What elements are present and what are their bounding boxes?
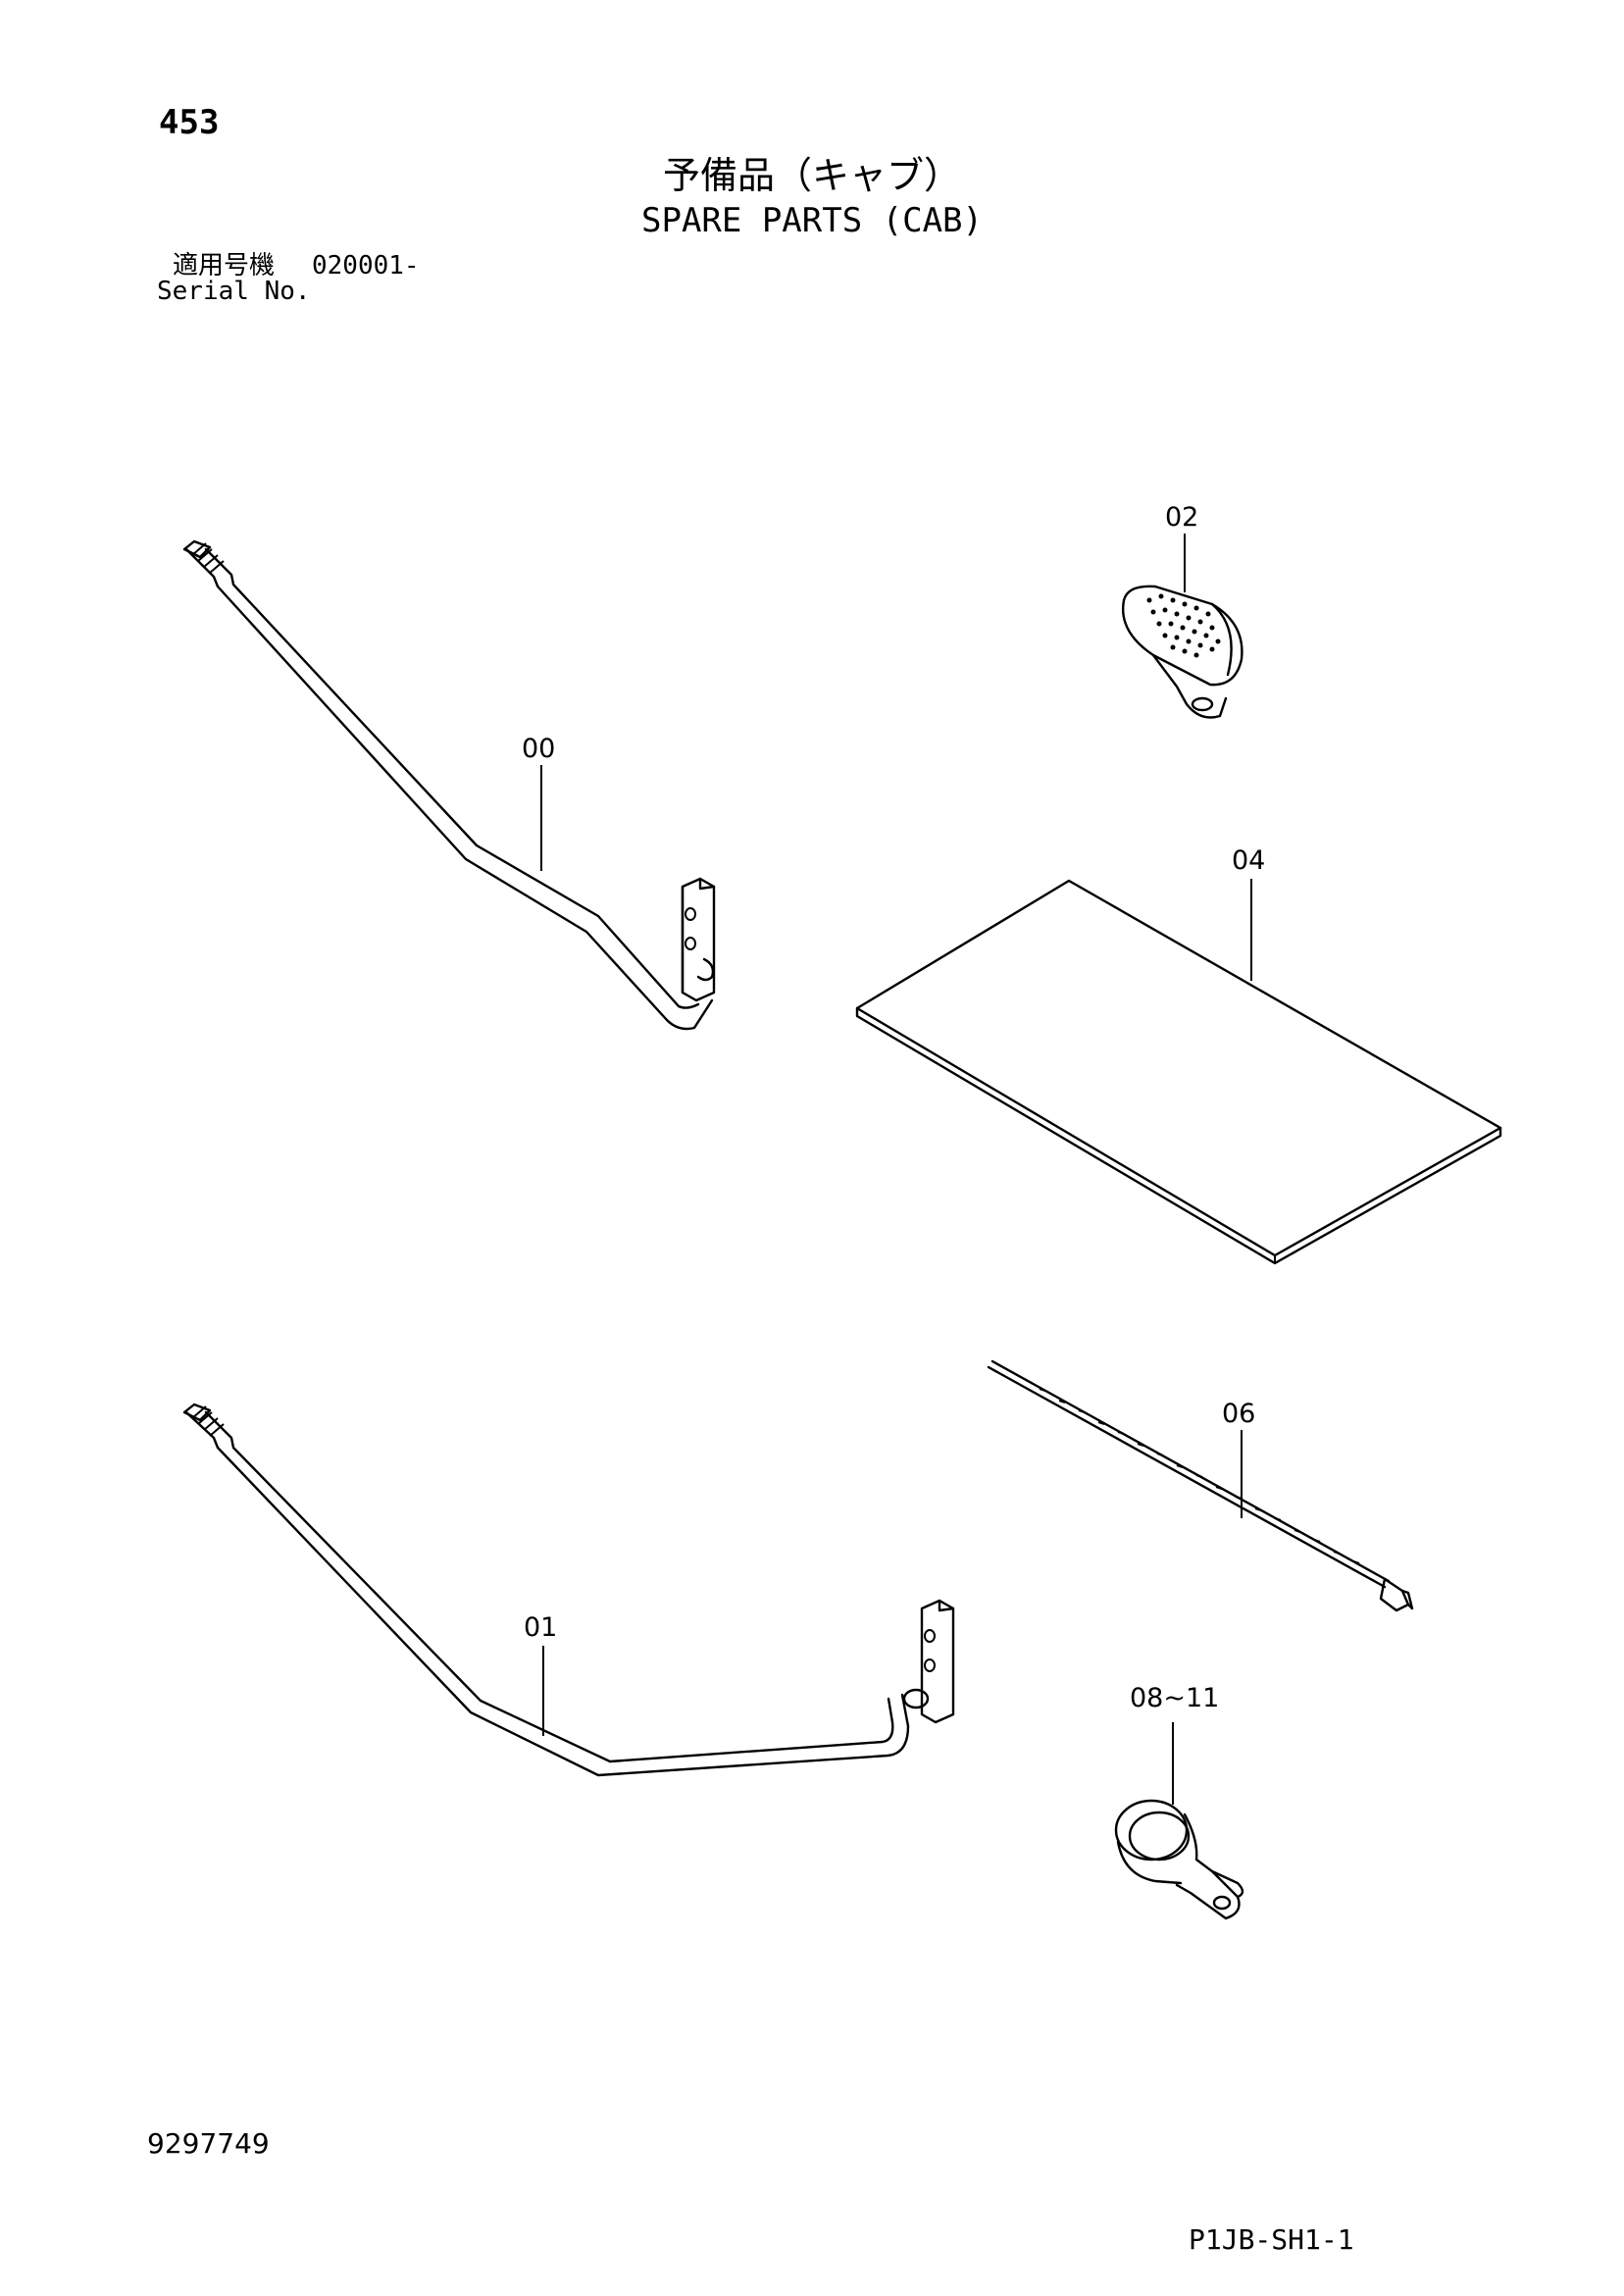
label-06: 06: [1222, 1399, 1255, 1429]
document-number: 9297749: [147, 2127, 270, 2160]
serial-number-value: 020001-: [312, 251, 420, 281]
part-08-11-clamp: [1114, 1799, 1244, 1920]
label-02: 02: [1165, 502, 1198, 533]
page-title-japanese: 予備品（キャブ）: [662, 154, 961, 197]
part-04-sheet: [855, 879, 1502, 1265]
page-number: 453: [159, 103, 220, 142]
part-01-rod: [182, 1403, 955, 1777]
part-02-knob: [1121, 585, 1243, 719]
part-00-rod: [182, 539, 716, 1031]
label-08-11: 08~11: [1130, 1683, 1219, 1713]
serial-label-japanese: 適用号機: [173, 251, 276, 281]
label-01: 01: [524, 1612, 557, 1643]
part-06-cable-tie: [987, 1359, 1414, 1612]
label-04: 04: [1232, 845, 1265, 876]
serial-label-english: Serial No.: [157, 277, 311, 306]
sheet-code: P1JB-SH1-1: [1189, 2223, 1354, 2256]
page-title-english: SPARE PARTS (CAB): [641, 201, 983, 240]
knob-grip-dots: [1146, 593, 1221, 658]
label-00: 00: [522, 734, 555, 764]
